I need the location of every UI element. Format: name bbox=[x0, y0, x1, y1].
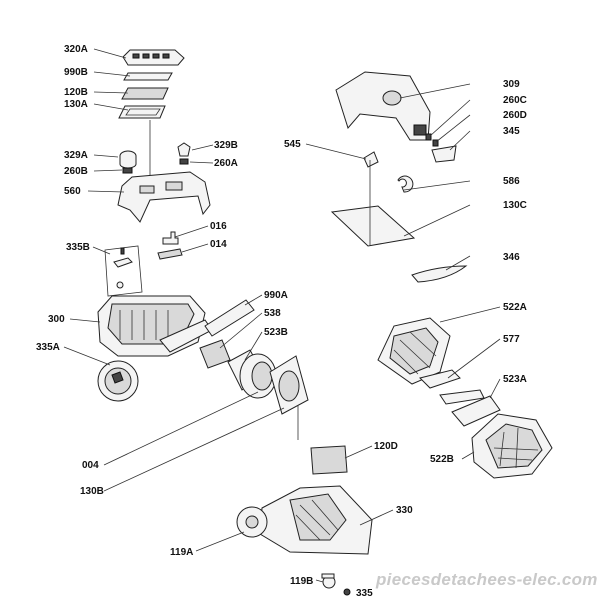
part-523A-motor bbox=[451, 395, 501, 427]
part-120D-filter bbox=[310, 445, 348, 475]
part-577-bracket bbox=[419, 369, 485, 405]
label-586: 586 bbox=[503, 176, 520, 187]
label-329A: 329A bbox=[64, 150, 88, 161]
label-260C: 260C bbox=[503, 95, 527, 106]
label-522B: 522B bbox=[430, 454, 454, 465]
label-300: 300 bbox=[48, 314, 65, 325]
label-329B: 329B bbox=[214, 140, 238, 151]
label-523A: 523A bbox=[503, 374, 527, 385]
part-545-button bbox=[363, 151, 379, 168]
label-120B: 120B bbox=[64, 87, 88, 98]
label-120D: 120D bbox=[374, 441, 398, 452]
part-120B-filter bbox=[121, 87, 169, 100]
label-330: 330 bbox=[396, 505, 413, 516]
label-130B: 130B bbox=[80, 486, 104, 497]
label-004: 004 bbox=[82, 460, 99, 471]
part-990B-plate bbox=[123, 72, 173, 81]
label-260B: 260B bbox=[64, 166, 88, 177]
label-260D: 260D bbox=[503, 110, 527, 121]
label-119B: 119B bbox=[290, 576, 313, 587]
part-345-latch bbox=[431, 145, 457, 163]
part-320A-top-cover bbox=[122, 49, 185, 66]
part-346-strip bbox=[411, 265, 468, 283]
leader-lines bbox=[63, 48, 501, 583]
label-545: 545 bbox=[284, 139, 301, 150]
part-335-washer bbox=[343, 588, 351, 596]
part-016-clip bbox=[162, 231, 179, 245]
part-335A-cable-reel bbox=[97, 360, 139, 402]
label-522A: 522A bbox=[503, 302, 527, 313]
part-335B-group bbox=[104, 245, 143, 297]
label-335B: 335B bbox=[66, 242, 90, 253]
part-309-cover bbox=[335, 71, 431, 141]
label-990B: 990B bbox=[64, 67, 88, 78]
label-130A: 130A bbox=[64, 99, 88, 110]
part-119A-wheel bbox=[236, 506, 268, 538]
label-345: 345 bbox=[503, 126, 520, 137]
label-016: 016 bbox=[210, 221, 227, 232]
part-523B-motor bbox=[227, 349, 277, 399]
label-320A: 320A bbox=[64, 44, 88, 55]
label-577: 577 bbox=[503, 334, 520, 345]
label-260A: 260A bbox=[214, 158, 238, 169]
part-538-gasket bbox=[199, 339, 231, 369]
label-560: 560 bbox=[64, 186, 81, 197]
part-260A-spring bbox=[179, 158, 189, 165]
part-522A-grille bbox=[377, 317, 451, 385]
part-004-plate bbox=[269, 355, 309, 415]
label-346: 346 bbox=[503, 252, 520, 263]
part-119B-caster bbox=[321, 573, 336, 589]
part-300-main-body bbox=[97, 295, 213, 357]
part-329A-knob bbox=[119, 150, 137, 169]
label-335: 335 bbox=[356, 588, 373, 599]
label-309: 309 bbox=[503, 79, 520, 90]
watermark: piecesdetachees-elec.com bbox=[375, 570, 598, 589]
part-329B-knob bbox=[177, 142, 191, 157]
part-330-base bbox=[259, 485, 373, 555]
part-014-plate bbox=[157, 248, 183, 260]
part-260C-spring bbox=[425, 133, 432, 141]
part-990A-plate bbox=[204, 299, 255, 337]
label-014: 014 bbox=[210, 239, 227, 250]
label-119A: 119A bbox=[170, 547, 193, 558]
label-130C: 130C bbox=[503, 200, 527, 211]
part-130C-filter-frame bbox=[330, 160, 416, 247]
label-538: 538 bbox=[264, 308, 281, 319]
part-522B-grille bbox=[471, 413, 553, 479]
part-560-housing bbox=[117, 171, 211, 223]
label-335A: 335A bbox=[36, 342, 60, 353]
part-586-clip bbox=[397, 175, 414, 193]
label-523B: 523B bbox=[264, 327, 288, 338]
part-260B-spring bbox=[122, 167, 133, 174]
label-990A: 990A bbox=[264, 290, 288, 301]
